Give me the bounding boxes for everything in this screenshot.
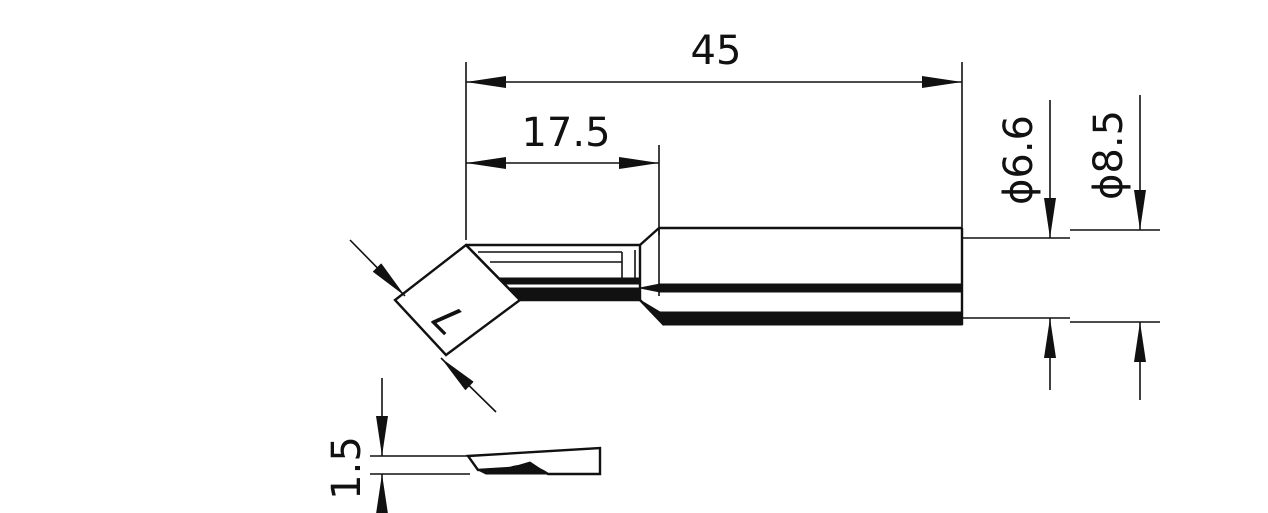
dimension-arrow-7-top	[349, 239, 406, 297]
shank-shade-band	[639, 283, 963, 293]
dimension-shank-diameter: ϕ6.6	[962, 100, 1070, 390]
dimension-label-66: ϕ6.6	[996, 115, 1042, 205]
dimension-label-85: ϕ8.5	[1086, 110, 1132, 200]
tip-side-view	[465, 226, 964, 326]
tip-profile-shade	[476, 461, 550, 475]
shank-shade-lower	[639, 299, 963, 326]
dimension-label-7: 7	[424, 292, 475, 343]
tip-thickness-view: 1.5	[324, 378, 602, 513]
dimension-label-17-5: 17.5	[521, 110, 610, 156]
tip-shade-lower	[508, 287, 641, 301]
dimension-tip-length: 17.5	[466, 110, 660, 235]
dimension-label-45: 45	[691, 28, 742, 74]
tip-front-view: 7	[349, 239, 522, 413]
taper-bottom	[639, 299, 665, 326]
taper-top	[639, 227, 660, 246]
dimension-arrow-7-bottom	[440, 357, 497, 413]
dimension-overall-length: 45	[465, 28, 963, 240]
dimension-label-15: 1.5	[324, 436, 370, 500]
dimension-sleeve-diameter: ϕ8.5	[1070, 95, 1160, 400]
tip-shade-band	[498, 277, 641, 285]
tip-front-face	[393, 243, 522, 357]
